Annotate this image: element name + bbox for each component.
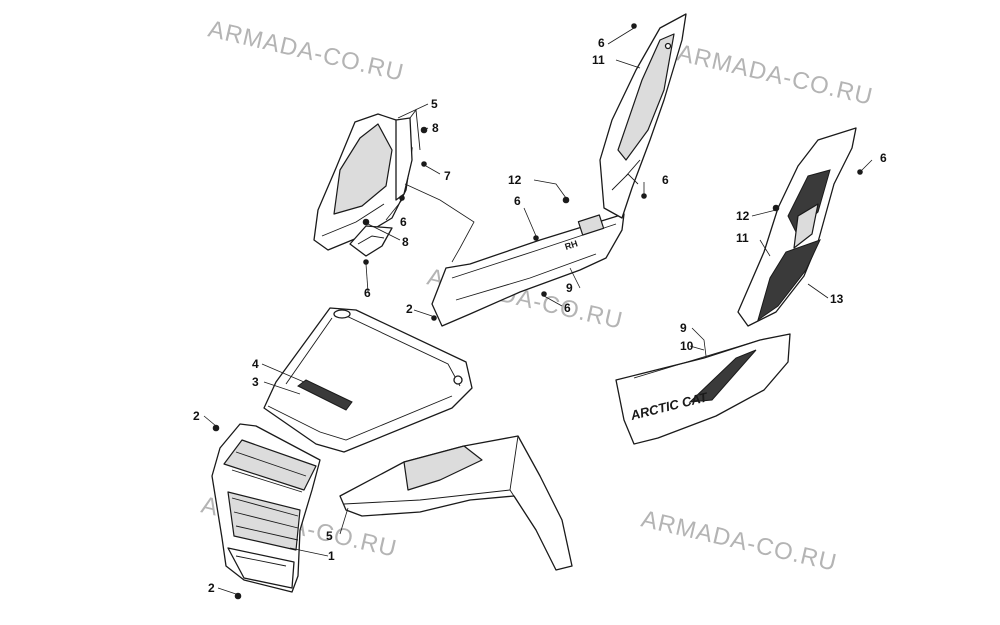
callout-5-bottom: 5 [326, 529, 333, 543]
side-panel-lower: RH [431, 213, 625, 327]
leader-lines [203, 27, 873, 595]
watermark-top: ARMADA-CO.RU [206, 16, 407, 87]
hood [263, 307, 473, 453]
callout-8-top: 8 [432, 121, 439, 135]
callout-2-bottom-left: 2 [208, 581, 215, 595]
callout-5-top: 5 [431, 97, 438, 111]
callout-9-right: 9 [680, 321, 687, 335]
callout-6-upper-panel: 6 [662, 173, 669, 187]
front-fender [339, 435, 573, 571]
callout-6-right: 6 [880, 151, 887, 165]
side-panel-upper [599, 13, 687, 219]
callout-1: 1 [328, 549, 335, 563]
callout-8-bottom: 8 [402, 235, 409, 249]
callout-4: 4 [252, 357, 259, 371]
callout-13: 13 [830, 292, 844, 306]
side-panel-decal: ARCTIC CAT [615, 333, 791, 445]
callout-11-top: 11 [592, 53, 605, 67]
callout-3: 3 [252, 375, 259, 389]
callout-12-center: 12 [508, 173, 522, 187]
callout-6-lower-panel: 6 [514, 194, 521, 208]
headlight-guide-line [404, 183, 475, 263]
callout-7: 7 [444, 169, 451, 183]
watermark-bottom-right: ARMADA-CO.RU [639, 506, 840, 577]
callout-2-center: 2 [406, 302, 413, 316]
callout-11-right: 11 [736, 231, 749, 245]
callout-6-lower-edge: 6 [564, 301, 571, 315]
callout-6-bracket: 6 [364, 286, 371, 300]
callout-2-top-left: 2 [193, 409, 200, 423]
callouts: 1 2 2 2 3 4 5 5 6 6 6 6 6 6 6 7 8 8 9 9 … [193, 36, 887, 595]
fasteners [212, 23, 863, 600]
watermark-mid-right: ARMADA-CO.RU [675, 40, 876, 111]
callout-12-right: 12 [736, 209, 750, 223]
headlight-bracket [349, 225, 393, 257]
front-grille [211, 423, 321, 593]
side-panel-right [737, 127, 857, 327]
callout-6-headlight: 6 [400, 215, 407, 229]
headlight-housing [313, 108, 421, 251]
callout-6-top: 6 [598, 36, 605, 50]
rh-decal: RH [564, 238, 579, 252]
callout-9-center: 9 [566, 281, 573, 295]
callout-10: 10 [680, 339, 694, 353]
